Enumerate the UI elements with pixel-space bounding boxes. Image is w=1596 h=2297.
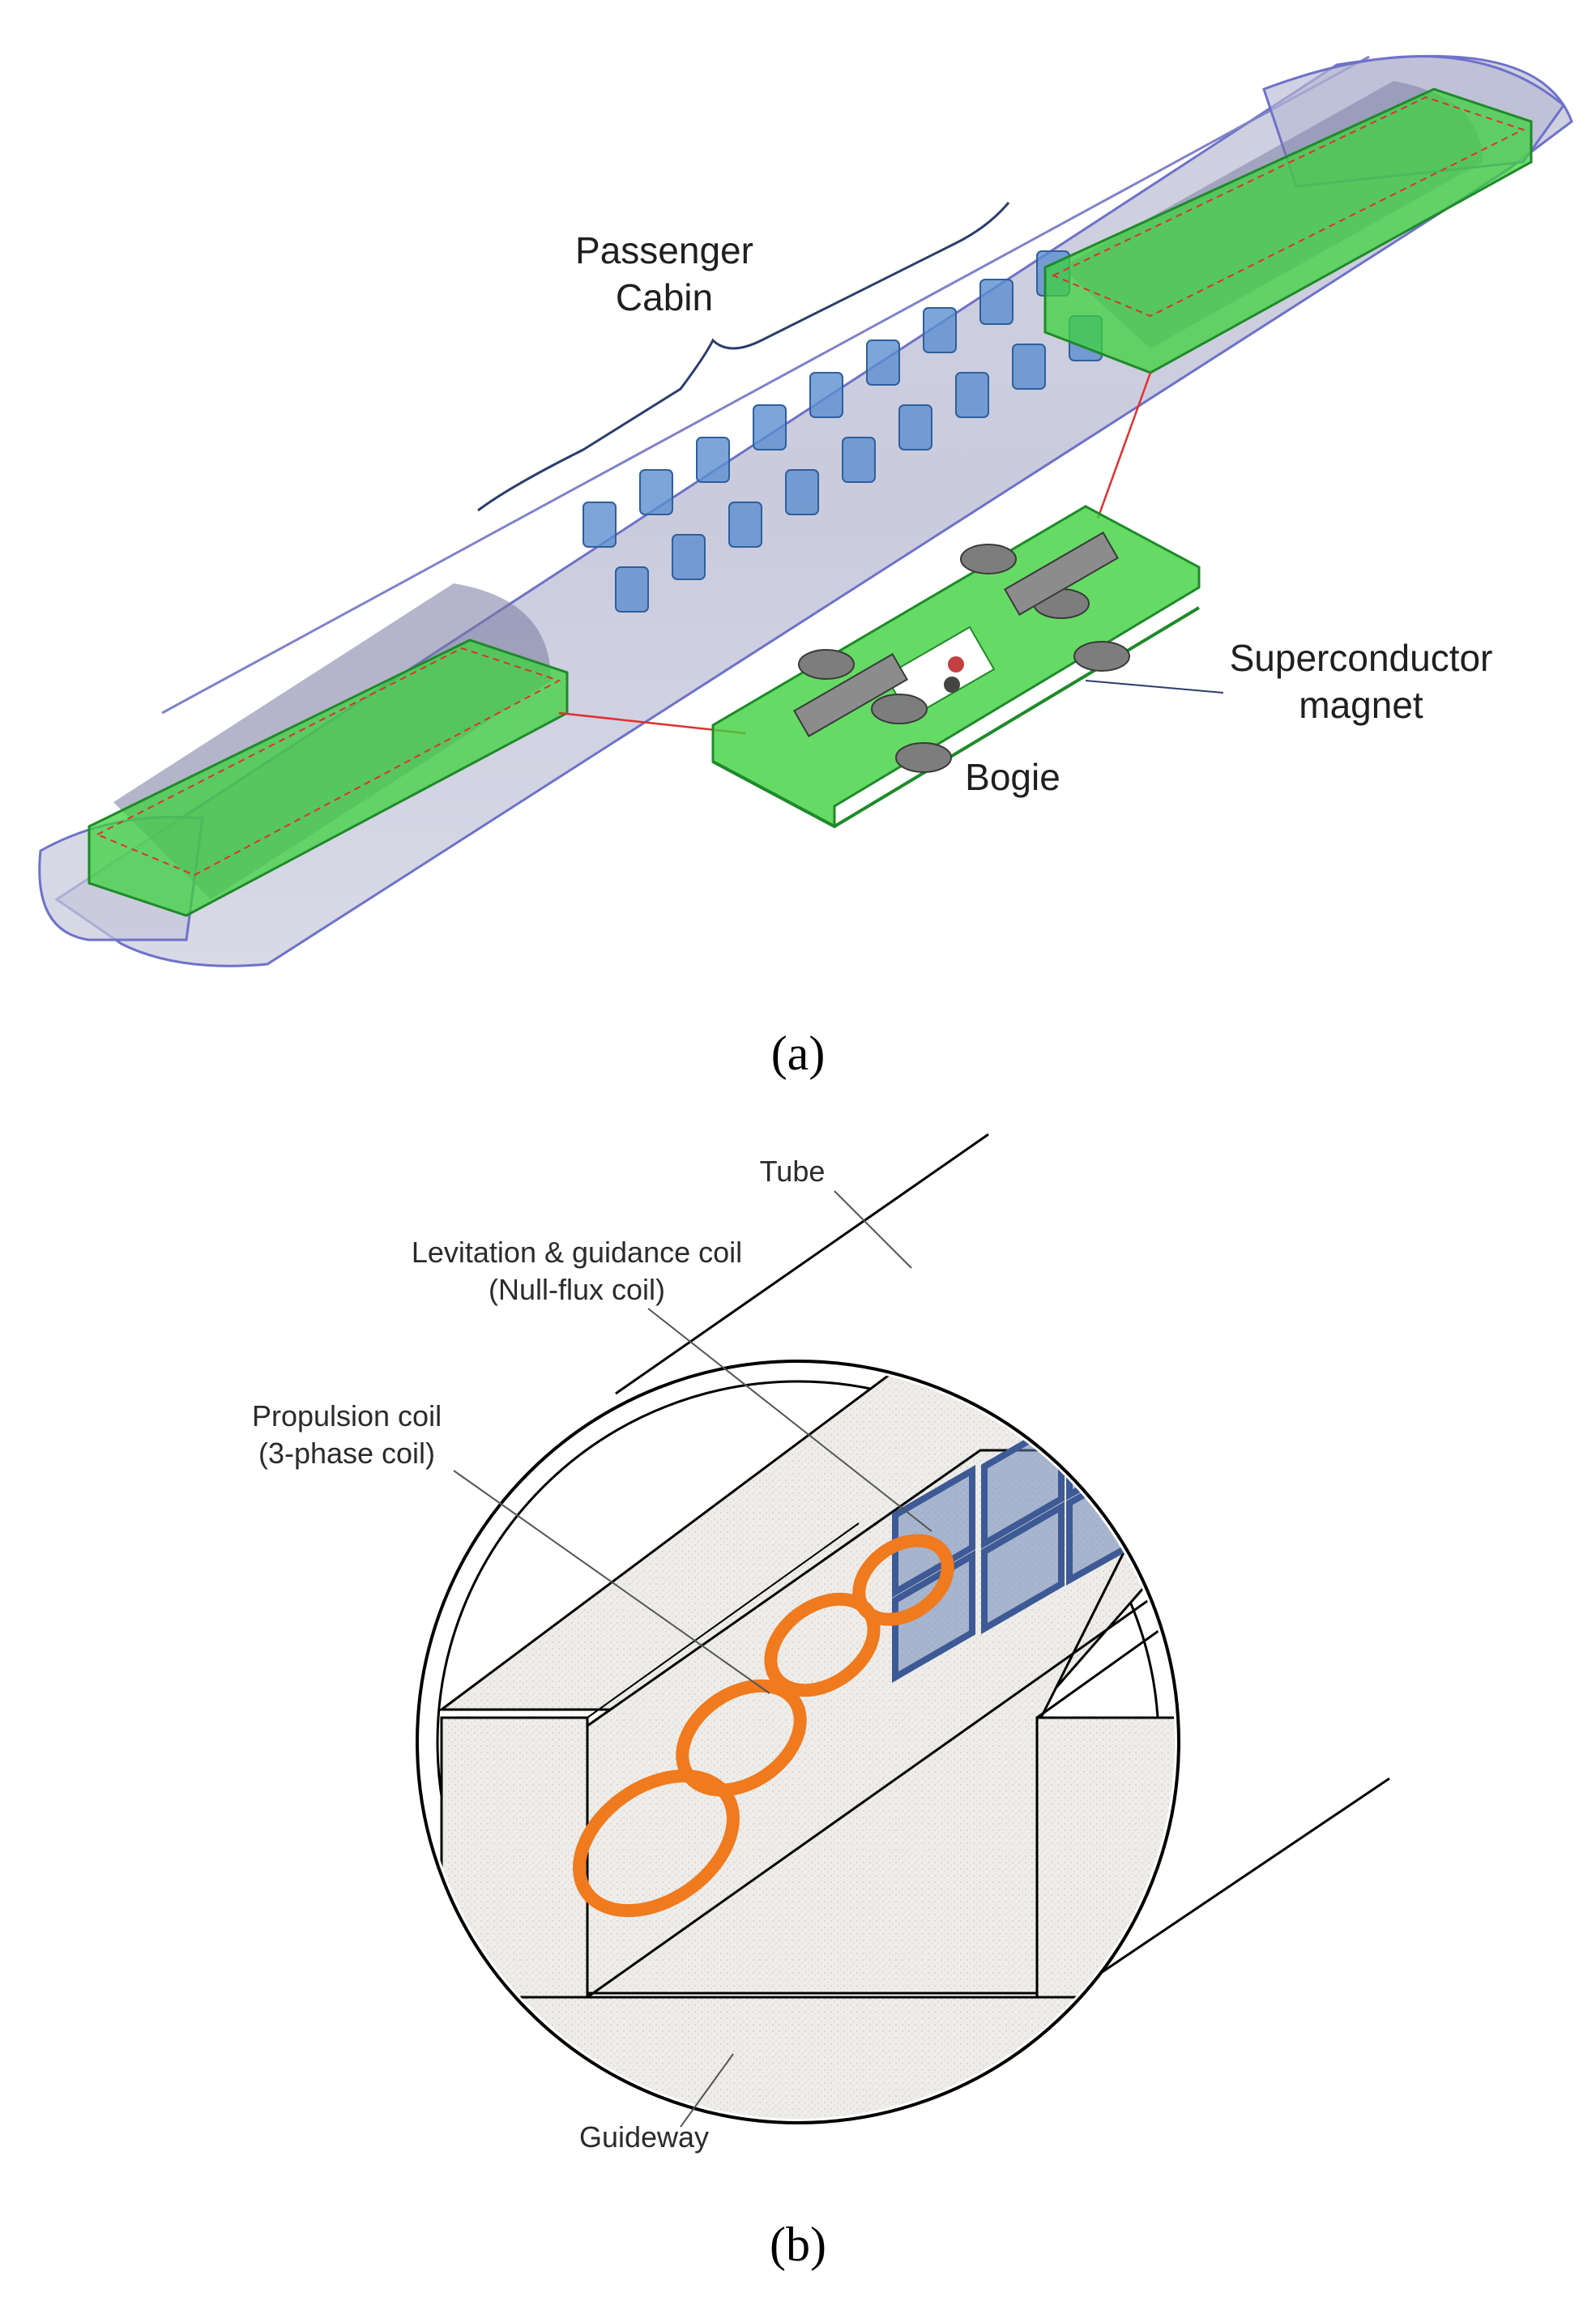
panel-b-tag: (b) [770,2218,826,2271]
leader-levitation [647,1308,932,1532]
passenger-cabin-label-line1: Passenger [575,229,753,271]
levitation-label-line1: Levitation & guidance coil [412,1236,742,1269]
leader-propulsion [453,1470,770,1694]
superconductor-label-line1: Superconductor [1230,637,1493,679]
passenger-seats [582,250,1103,613]
passenger-cabin-brace [477,202,1010,512]
panel-b-guideway-diagram: Tube Levitation & guidance coil (Null-fl… [252,1133,1390,2271]
guideway-label: Guideway [579,2120,709,2154]
propulsion-coils [573,1534,954,1918]
leader-front-bogie [1096,372,1152,519]
rear-bogie-frame [95,647,561,877]
tube-upper-line [615,1133,989,1395]
leader-tube [834,1190,912,1269]
propulsion-label-line2: (3-phase coil) [258,1437,435,1470]
propulsion-label-line1: Propulsion coil [252,1399,442,1432]
leader-guideway [680,2053,734,2128]
leader-superconductor [1085,680,1224,694]
tube-label: Tube [760,1155,826,1188]
front-bogie-frame [1051,96,1526,318]
levitation-label-line2: (Null-flux coil) [489,1273,665,1306]
bogie-detail [711,505,1201,829]
hull-roof-line [161,55,1370,715]
panel-a-train-diagram: Passenger Cabin Bogie [38,54,1573,1080]
front-bogie [1043,88,1533,374]
passenger-cabin-label-line2: Cabin [616,276,713,318]
bogie-label: Bogie [965,756,1060,798]
guideway-front-left [440,1716,589,1999]
superconductor-label-line2: magnet [1299,684,1423,726]
panel-a-tag: (a) [771,1027,826,1080]
